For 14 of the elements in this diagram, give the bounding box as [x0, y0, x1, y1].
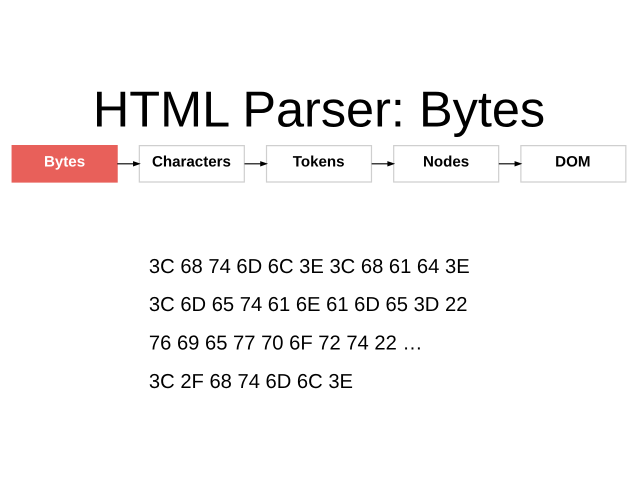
- label: 3C 6D 65 74 61 6E 61 6D 65 3D 22: [148, 294, 468, 316]
- arrow: [117, 160, 141, 166]
- arrow: [498, 160, 522, 166]
- node-box: Nodes: [393, 144, 500, 182]
- node-box: DOM: [520, 144, 626, 182]
- label: 3C 2F 68 74 6D 6C 3E: [148, 370, 354, 392]
- label: 3C 68 74 6D 6C 3E 3C 68 61 64 3E: [148, 255, 470, 278]
- diagram-title: HTML Parser: Bytes: [92, 80, 546, 137]
- label: 76 69 65 77 70 6F 72 74 22 …: [148, 332, 423, 354]
- node-box: Bytes: [12, 144, 118, 182]
- arrow: [372, 160, 396, 166]
- node-box: Characters: [138, 144, 245, 182]
- arrow: [244, 160, 268, 166]
- node-box: Tokens: [266, 144, 372, 182]
